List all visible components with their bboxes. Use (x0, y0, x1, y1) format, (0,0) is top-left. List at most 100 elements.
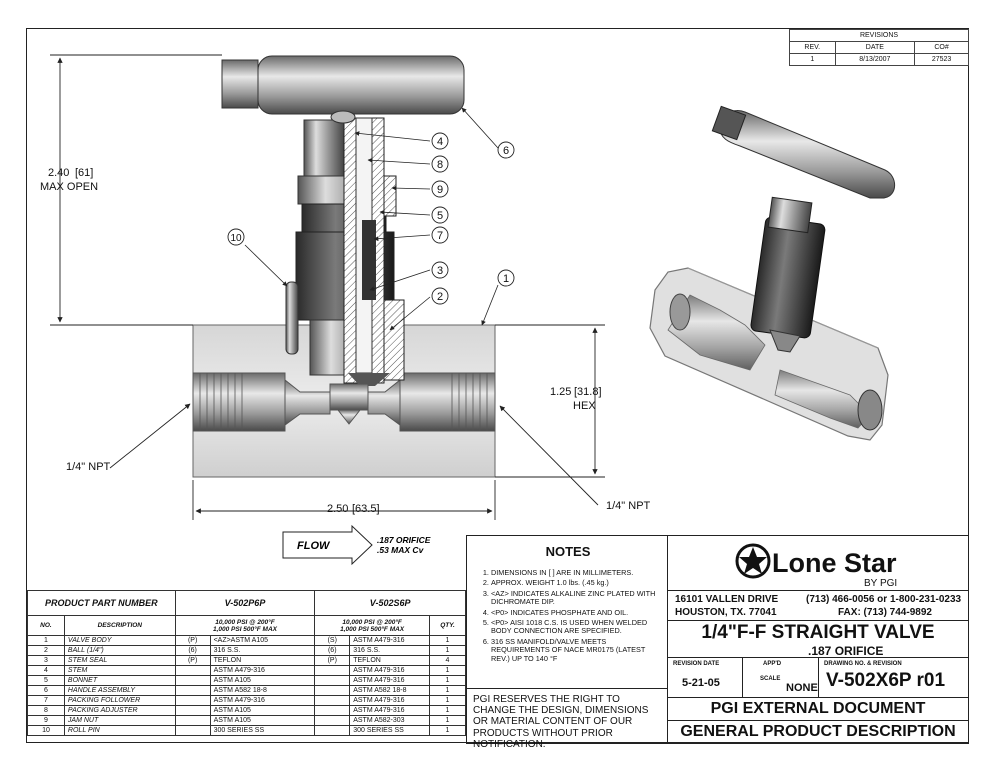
qty-header: QTY. (429, 615, 466, 636)
description-header: DESCRIPTION (63, 615, 176, 636)
part-number: 3 (27, 655, 65, 666)
phone-number: (713) 466-0056 or 1-800-231-0233 (806, 594, 962, 605)
part-description: STEM SEAL (63, 655, 176, 666)
part-description: BONNET (63, 675, 176, 686)
npt-left-label: 1/4" NPT (66, 461, 111, 473)
disclaimer-text: PGI RESERVES THE RIGHT TO CHANGE THE DES… (473, 694, 649, 750)
date-value: 8/13/2007 (834, 53, 916, 66)
revision-date-label: REVISION DATE (673, 661, 720, 667)
part-a-material: TEFLON (209, 655, 316, 666)
part-qty: 1 (429, 725, 466, 736)
revisions-table: REVISIONS REV. DATE CO# 1 8/13/2007 2752… (789, 29, 969, 66)
balloon-8-label: 8 (437, 159, 443, 171)
balloon-9 (431, 180, 449, 198)
disclaimer-block: PGI RESERVES THE RIGHT TO CHANGE THE DES… (466, 688, 668, 750)
part-a-material: <AZ>ASTM A105 (209, 635, 316, 646)
part-number: 1 (27, 635, 65, 646)
rating-a-line-1: 10,000 PSI @ 200°F (215, 618, 275, 626)
logo-sub: BY PGI (864, 578, 897, 589)
part-b-prefix (314, 725, 351, 736)
part-a-prefix (174, 685, 211, 696)
part-a-prefix (174, 675, 211, 686)
rating-a-header: 10,000 PSI @ 200°F 1,000 PSI 500°F MAX (174, 615, 316, 636)
part-a-prefix (174, 725, 211, 736)
part-b-material: ASTM A479-316 (349, 705, 430, 716)
part-b-material: ASTM A479-316 (349, 635, 430, 646)
part-b-prefix: (P) (314, 655, 351, 666)
dim-hex-value: 1.25 (550, 386, 571, 398)
note-item: APPROX. WEIGHT 1.0 lbs. (.45 kg.) (491, 578, 659, 587)
part-description: ROLL PIN (63, 725, 176, 736)
flow-label: FLOW (297, 540, 331, 552)
document-type: PGI EXTERNAL DOCUMENT (667, 697, 969, 721)
part-description: JAM NUT (63, 715, 176, 726)
co-value: 27523 (914, 53, 969, 66)
balloon-3 (431, 261, 449, 279)
part-a-material: ASTM A105 (209, 715, 316, 726)
part-number: 9 (27, 715, 65, 726)
part-b-prefix (314, 715, 351, 726)
rating-b-header: 10,000 PSI @ 200°F 1,000 PSI 500°F MAX (314, 615, 430, 636)
balloon-4 (431, 132, 449, 150)
note-item: 316 SS MANIFOLD/VALVE MEETS REQUIREMENTS… (491, 637, 659, 663)
valve-isometric-view (649, 105, 896, 441)
part-number: 10 (27, 725, 65, 736)
dim-height-note: MAX OPEN (40, 181, 98, 193)
part-number: 4 (27, 665, 65, 676)
balloon-5-label: 5 (437, 210, 443, 222)
drawing-number-value: V-502X6P r01 (826, 670, 946, 691)
part-b-header: V-502S6P (314, 590, 466, 616)
part-description: STEM (63, 665, 176, 676)
note-item: <AZ> INDICATES ALKALINE ZINC PLATED WITH… (491, 589, 659, 607)
rating-b-line-1: 10,000 PSI @ 200°F (342, 618, 402, 626)
dim-hex-note: HEX (573, 400, 596, 412)
part-qty: 1 (429, 665, 466, 676)
scale-value: NONE (786, 682, 818, 694)
parts-table: PRODUCT PART NUMBER V-502P6P V-502S6P NO… (27, 590, 466, 736)
part-b-prefix (314, 685, 351, 696)
part-b-material: ASTM A479-316 (349, 675, 430, 686)
part-qty: 1 (429, 635, 466, 646)
notes-list: DIMENSIONS IN [ ] ARE IN MILLIMETERS.APP… (477, 568, 659, 663)
balloon-9-label: 9 (437, 184, 443, 196)
balloon-2 (431, 287, 449, 305)
part-a-material: ASTM A479-316 (209, 665, 316, 676)
part-a-material: ASTM A479-316 (209, 695, 316, 706)
npt-right-label: 1/4" NPT (606, 500, 651, 512)
balloon-10 (227, 228, 245, 246)
part-a-material: ASTM A105 (209, 675, 316, 686)
part-b-prefix: (S) (314, 635, 351, 646)
part-b-material: ASTM A479-316 (349, 665, 430, 676)
address-block: 16101 VALLEN DRIVE HOUSTON, TX. 77041 (7… (667, 590, 969, 621)
part-a-material: 316 S.S. (209, 645, 316, 656)
part-a-prefix (174, 715, 211, 726)
balloon-5 (431, 206, 449, 224)
title-block: 1/4"F-F STRAIGHT VALVE .187 ORIFICE (667, 620, 969, 658)
balloon-3-label: 3 (437, 265, 443, 277)
part-number: 8 (27, 705, 65, 716)
part-qty: 1 (429, 645, 466, 656)
part-a-material: ASTM A105 (209, 705, 316, 716)
balloon-1-label: 1 (503, 273, 509, 285)
part-description: PACKING FOLLOWER (63, 695, 176, 706)
revision-info-block: REVISION DATE 5-21-05 APP'D SCALE NONE D… (667, 657, 969, 698)
part-qty: 1 (429, 705, 466, 716)
part-number: 7 (27, 695, 65, 706)
drawing-number-label: DRAWING NO. & REVISION (824, 661, 902, 667)
balloon-4-label: 4 (437, 136, 443, 148)
document-description: GENERAL PRODUCT DESCRIPTION (667, 720, 969, 744)
part-b-material: 316 S.S. (349, 645, 430, 656)
part-a-prefix: (P) (174, 635, 211, 646)
scale-label: SCALE (760, 676, 781, 682)
part-qty: 4 (429, 655, 466, 666)
dim-height-value: 2.40 (48, 167, 69, 179)
part-a-prefix: (6) (174, 645, 211, 656)
dim-width-mm: [63.5] (352, 503, 380, 515)
part-a-prefix (174, 695, 211, 706)
balloon-6-label: 6 (503, 145, 509, 157)
